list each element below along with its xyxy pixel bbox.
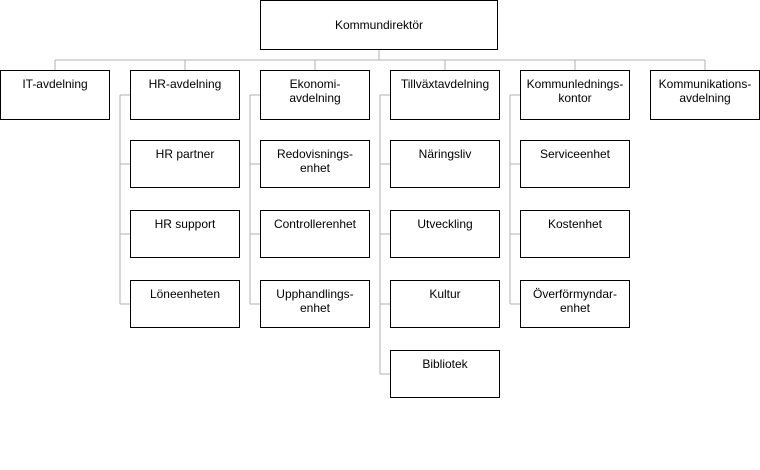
unit-box: Överförmyndar- enhet	[520, 280, 630, 328]
unit-box: Utveckling	[390, 210, 500, 258]
department-box: HR-avdelning	[130, 70, 240, 120]
unit-box: Näringsliv	[390, 140, 500, 188]
department-box: IT-avdelning	[0, 70, 110, 120]
department-box: Kommunikations- avdelning	[650, 70, 760, 120]
root-box: Kommundirektör	[260, 0, 498, 50]
unit-box: Controllerenhet	[260, 210, 370, 258]
unit-box: Kostenhet	[520, 210, 630, 258]
unit-box: Serviceenhet	[520, 140, 630, 188]
unit-box: Redovisnings- enhet	[260, 140, 370, 188]
department-box: Kommunlednings- kontor	[520, 70, 630, 120]
department-box: Ekonomi- avdelning	[260, 70, 370, 120]
unit-box: HR partner	[130, 140, 240, 188]
unit-box: Kultur	[390, 280, 500, 328]
unit-box: Löneenheten	[130, 280, 240, 328]
unit-box: Upphandlings- enhet	[260, 280, 370, 328]
unit-box: HR support	[130, 210, 240, 258]
department-box: Tillväxtavdelning	[390, 70, 500, 120]
unit-box: Bibliotek	[390, 350, 500, 398]
